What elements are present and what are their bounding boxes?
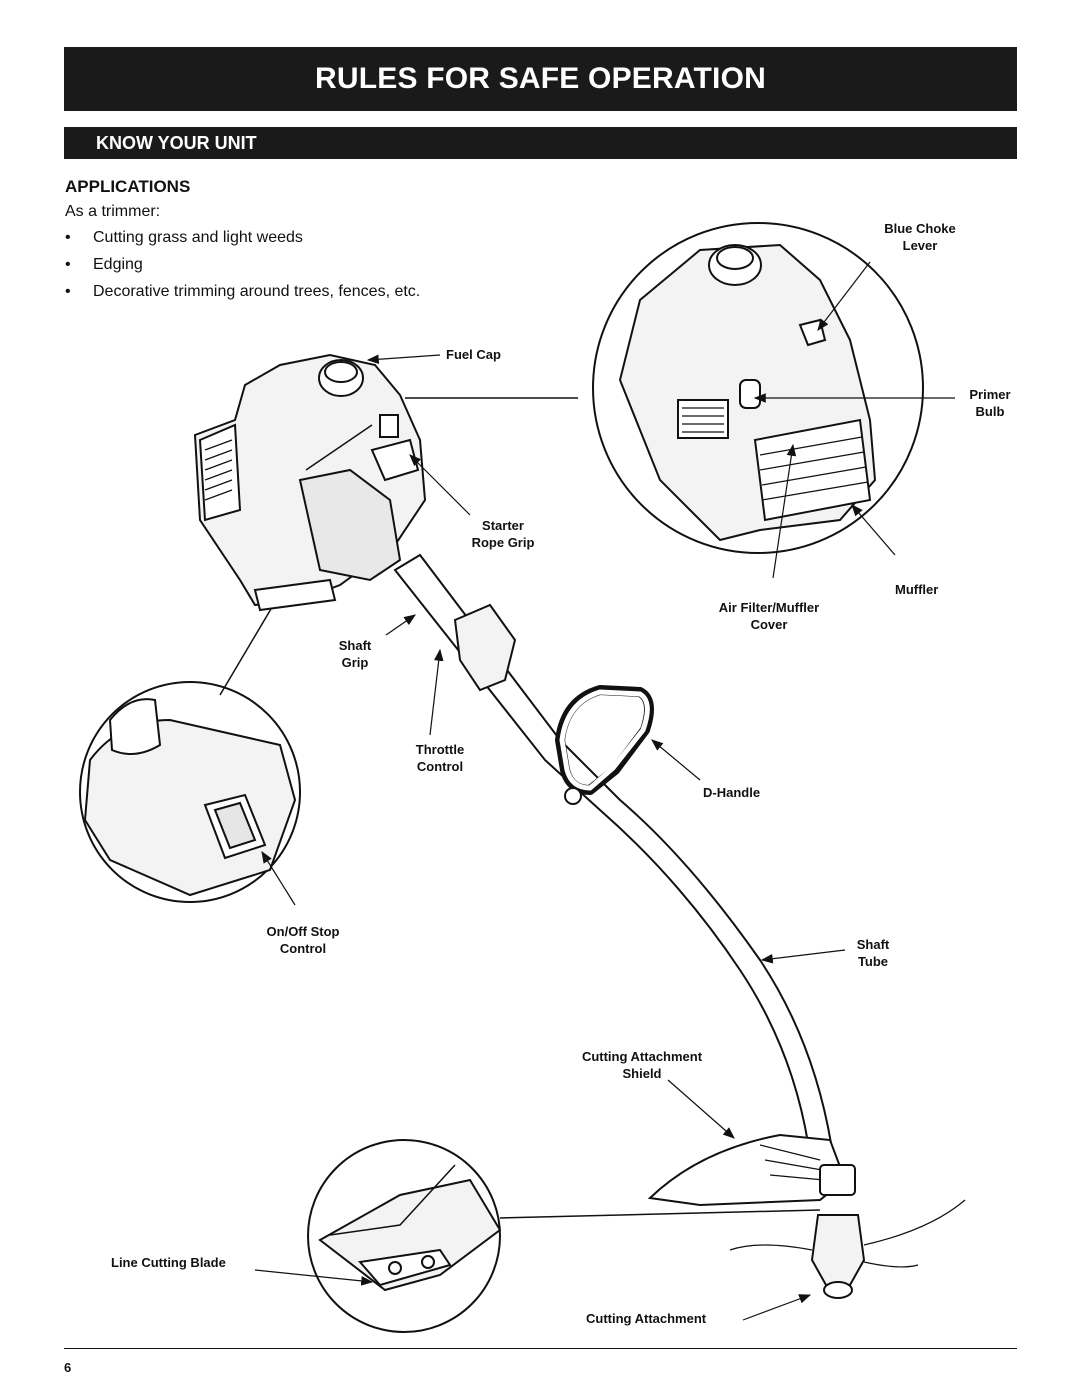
section-title: KNOW YOUR UNIT (96, 132, 257, 153)
label-muffler: Muffler (895, 582, 939, 597)
label-line-cutting-blade: Line Cutting Blade (111, 1255, 226, 1270)
applications-list: •Cutting grass and light weeds •Edging •… (65, 228, 420, 309)
list-item: •Edging (65, 256, 143, 273)
cutting-head (810, 1214, 866, 1286)
shaft-grip (453, 603, 517, 692)
applications-heading: APPLICATIONS (65, 177, 191, 196)
label-cutting-attachment: Cutting Attachment (586, 1311, 707, 1326)
cutting-shield (647, 1133, 847, 1207)
footer-divider (64, 1348, 1017, 1349)
page-title-banner: RULES FOR SAFE OPERATION (64, 47, 1017, 111)
label-d-handle: D-Handle (703, 785, 761, 800)
list-item: •Cutting grass and light weeds (65, 229, 303, 246)
applications-intro: As a trimmer: (65, 203, 161, 220)
page-number: 6 (64, 1360, 72, 1375)
list-item: •Decorative trimming around trees, fence… (65, 283, 421, 300)
label-fuel-cap: Fuel Cap (446, 347, 501, 362)
section-header: KNOW YOUR UNIT (64, 127, 1017, 159)
page-title: RULES FOR SAFE OPERATION (315, 62, 766, 95)
